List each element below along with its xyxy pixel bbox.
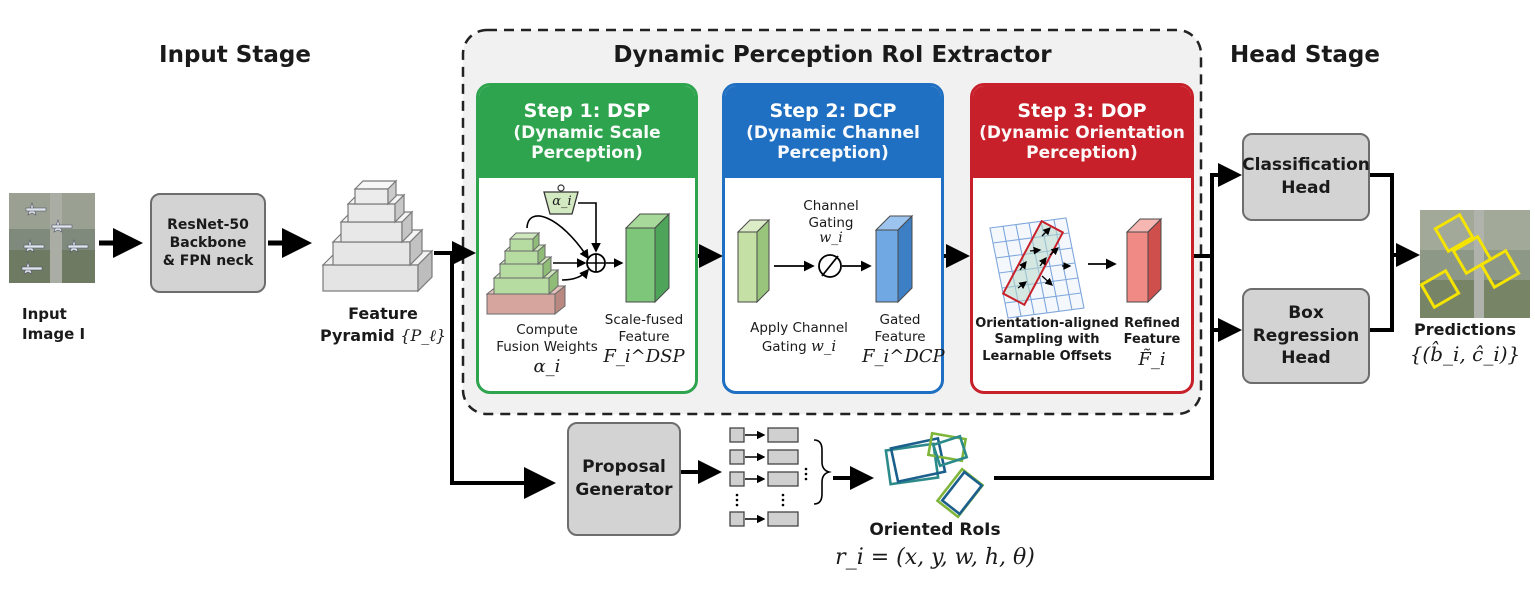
dop-right-math: F̃_i [1138, 348, 1166, 370]
dsp-right-label-line2: Feature [618, 328, 670, 345]
dop-right-label-line1: Refined [1124, 316, 1180, 331]
dsp-right-label: Scale-fused Feature F_i^DSP [600, 312, 688, 368]
proposal-generator-box: Proposal Generator [567, 422, 681, 536]
backbone-line2: Backbone [169, 234, 247, 251]
box-regression-head-line2: Regression [1252, 325, 1360, 346]
input-image-label-line2: Image I [22, 325, 86, 344]
backbone-line3: & FPN neck [162, 253, 254, 270]
box-regression-head-line3: Head [1281, 348, 1331, 369]
step1-header: Step 1: DSP (Dynamic Scale Perception) [479, 86, 695, 178]
step2-subtitle-line2: Perception) [777, 143, 889, 164]
dsp-left-label-line1: Compute [516, 322, 578, 338]
backbone-line1: ResNet-50 [167, 216, 249, 233]
dsp-left-math: α_i [533, 355, 561, 377]
box-regression-head-box: Box Regression Head [1242, 288, 1370, 384]
step3-title: Step 3: DOP [1017, 100, 1147, 123]
classification-head-line2: Head [1281, 178, 1331, 198]
dsp-right-label-line1: Scale-fused [604, 312, 684, 328]
dcp-right-label: Gated Feature F_i^DCP [862, 312, 945, 368]
dcp-right-label-line2: Feature [874, 328, 926, 345]
dsp-left-label-line2: Fusion Weights [496, 338, 598, 355]
feature-pyramid-line2: Pyramid [319, 325, 395, 345]
dcp-left-label: Apply Channel Gating w_i [736, 320, 862, 356]
dcp-gating-math: w_i [819, 229, 843, 246]
dcp-left-math: w_i [811, 336, 837, 355]
dcp-gating-line1: Channel [803, 198, 859, 214]
dop-left-label-line2: Sampling with [994, 332, 1100, 348]
dop-left-label: Orientation-aligned Sampling with Learna… [972, 316, 1122, 365]
dcp-right-label-line1: Gated [879, 312, 921, 328]
oriented-rois-label: Oriented RoIs [869, 520, 1001, 540]
dsp-right-math: F_i^DSP [603, 345, 685, 367]
feature-pyramid-label: Feature Pyramid {P_ℓ} [318, 303, 448, 346]
input-image [9, 193, 95, 283]
dcp-gating-label: Channel Gating w_i [790, 198, 872, 247]
step1-subtitle-line2: Perception) [531, 143, 643, 164]
dcp-right-math: F_i^DCP [862, 345, 945, 367]
step2-header: Step 2: DCP (Dynamic Channel Perception) [725, 86, 941, 178]
predictions-math: {(b̂_i, ĉ_i)} [1409, 342, 1521, 366]
dcp-left-label-line1: Apply Channel [750, 320, 848, 336]
dsp-weight-symbol: α_i [552, 194, 572, 209]
classification-head-line1: Classification [1242, 155, 1370, 176]
step3-subtitle-line2: Perception) [1026, 143, 1138, 164]
extractor-title: Dynamic Perception RoI Extractor [613, 42, 1052, 68]
proposal-list [729, 427, 799, 527]
feature-pyramid-graphic [321, 179, 434, 293]
head-stage-title: Head Stage [1230, 42, 1380, 68]
dcp-left-label-line2: Gating [761, 338, 807, 355]
dop-right-label-line2: Feature [1123, 332, 1181, 348]
dsp-left-label: Compute Fusion Weights α_i [488, 322, 606, 378]
step1-title: Step 1: DSP [523, 100, 651, 123]
step2-subtitle-line1: (Dynamic Channel [746, 123, 920, 143]
proposal-brace [813, 439, 832, 505]
feature-pyramid-math: {P_ℓ} [400, 325, 447, 345]
step3-subtitle-line1: (Dynamic Orientation [979, 123, 1185, 143]
proposal-generator-line1: Proposal [582, 457, 666, 478]
dop-left-label-line3: Learnable Offsets [982, 348, 1112, 364]
box-regression-head-line1: Box [1288, 302, 1324, 323]
feature-pyramid-line1: Feature [348, 304, 418, 323]
backbone-box: ResNet-50 Backbone & FPN neck [150, 193, 266, 293]
dcp-gating-line2: Gating [808, 214, 854, 231]
step3-header: Step 3: DOP (Dynamic Orientation Percept… [973, 86, 1191, 178]
input-image-label: Input Image I [22, 304, 85, 345]
predictions-image [1419, 210, 1530, 318]
input-image-label-line1: Input [22, 305, 67, 323]
dop-right-label: Refined Feature F̃_i [1118, 316, 1186, 371]
step2-title: Step 2: DCP [769, 100, 897, 123]
dop-left-label-line1: Orientation-aligned [975, 316, 1119, 331]
predictions-label: Predictions [1414, 320, 1516, 339]
step1-subtitle-line1: (Dynamic Scale [513, 123, 661, 143]
oriented-rois-math: r_i = (x, y, w, h, θ) [835, 545, 1035, 570]
input-stage-title: Input Stage [159, 42, 311, 68]
oriented-rois-graphic [884, 431, 985, 519]
classification-head-box: Classification Head [1242, 133, 1370, 221]
proposal-generator-line2: Generator [575, 480, 673, 500]
